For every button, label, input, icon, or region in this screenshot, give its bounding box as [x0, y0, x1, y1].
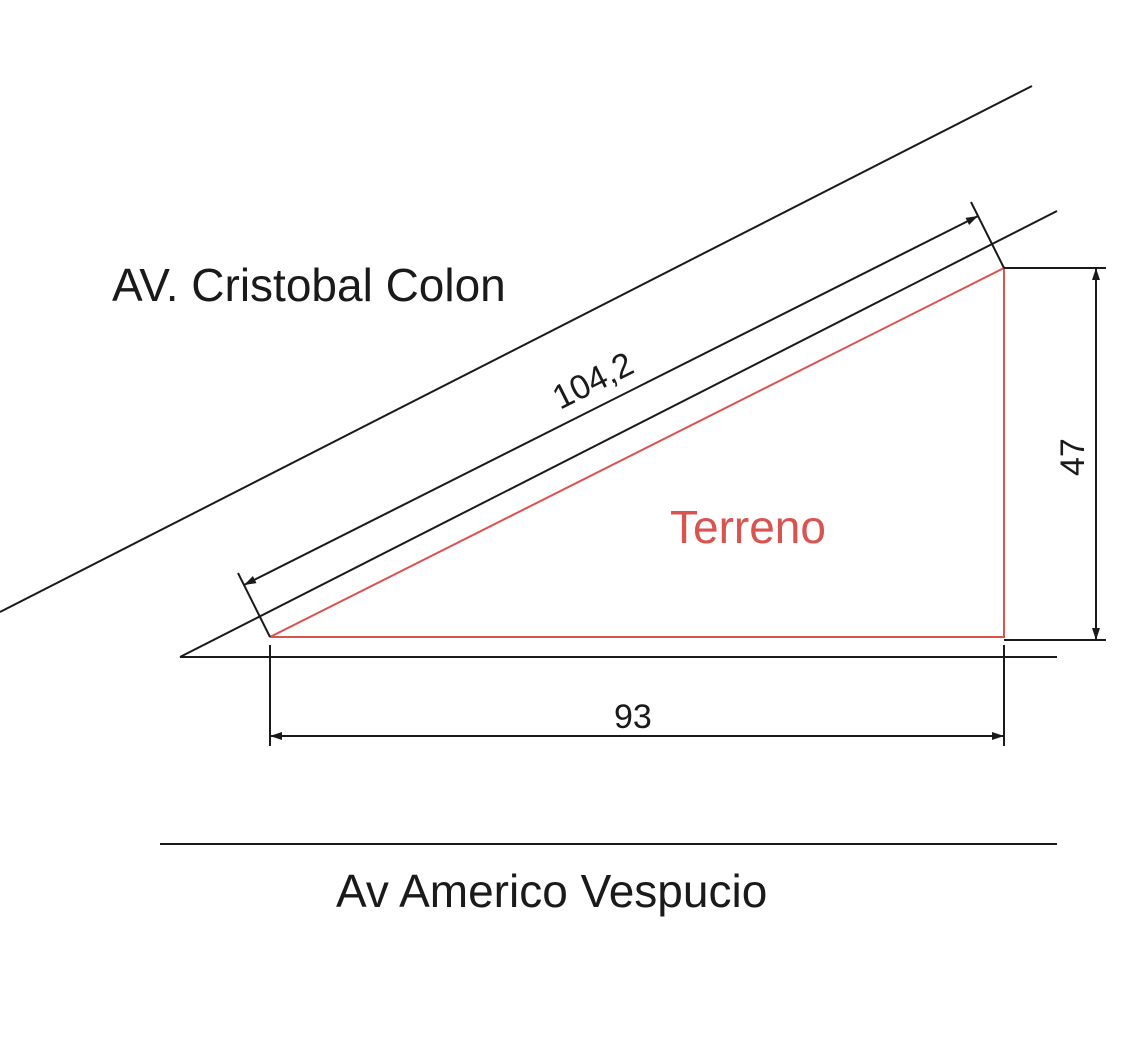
- cristobal-colon-label: AV. Cristobal Colon: [112, 259, 506, 311]
- height-value-label: 47: [1054, 438, 1092, 476]
- hypotenuse-dimension-line: [243, 215, 979, 586]
- hypotenuse-value-label: 104,2: [547, 345, 640, 417]
- terreno-label: Terreno: [670, 501, 826, 553]
- terreno-triangle: [269, 266, 1005, 638]
- base-value-label: 93: [614, 698, 652, 736]
- americo-vespucio-label: Av Americo Vespucio: [336, 865, 767, 917]
- hypotenuse-extension-right: [970, 201, 1005, 269]
- hypotenuse-extension-left: [237, 572, 271, 638]
- cristobal-colon-street-line: [0, 85, 1033, 613]
